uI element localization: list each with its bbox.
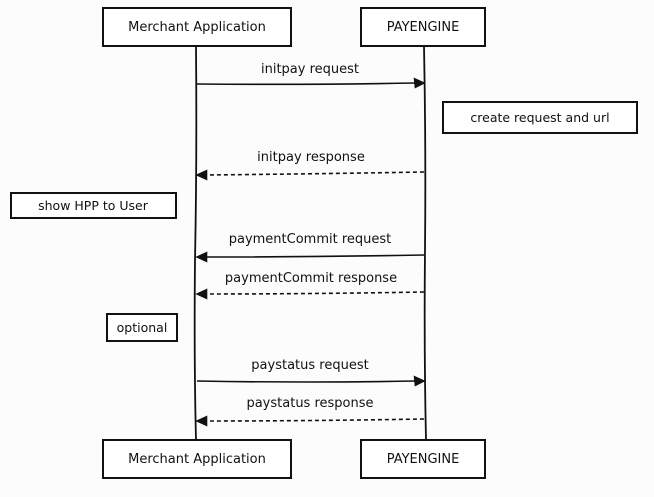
message-paystatus-response-label: paystatus response [246,396,373,411]
message-paymentcommit-response: paymentCommit response [195,271,425,300]
message-paystatus-response-line [204,418,425,422]
message-paymentcommit-response-line [204,291,425,295]
message-paymentcommit-request-line [204,254,425,258]
message-initpay-response-line [204,171,425,176]
participant-merchant-bottom: Merchant Application [102,439,292,479]
merchant-lifeline [193,45,198,441]
message-initpay-request-line [196,82,417,86]
message-paystatus-request: paystatus request [196,358,426,387]
participant-payengine-top: PAYENGINE [360,7,486,47]
participant-payengine-bottom: PAYENGINE [360,439,486,479]
note-show-hpp: show HPP to User [10,192,177,219]
message-initpay-request: initpay request [196,62,426,89]
message-paystatus-response: paystatus response [195,396,425,427]
message-paystatus-request-arrowhead [413,375,426,387]
participant-merchant-bottom-label: Merchant Application [128,452,266,467]
message-paystatus-response-arrowhead [195,415,208,427]
participant-payengine-top-label: PAYENGINE [387,20,460,35]
message-paymentcommit-response-label: paymentCommit response [225,271,397,286]
message-initpay-request-label: initpay request [261,62,359,77]
message-paystatus-request-line [196,380,417,383]
message-paymentcommit-request: paymentCommit request [195,232,425,263]
message-paymentcommit-response-arrowhead [195,288,208,300]
note-optional: optional [106,313,178,342]
message-paystatus-request-label: paystatus request [251,358,368,373]
message-initpay-response: initpay response [195,150,425,181]
note-optional-label: optional [117,320,168,335]
participant-merchant-top-label: Merchant Application [128,20,266,35]
note-create-request: create request and url [442,101,638,134]
message-initpay-request-arrowhead [413,77,426,89]
message-initpay-response-arrowhead [195,169,208,181]
participant-payengine-bottom-label: PAYENGINE [387,452,460,467]
message-initpay-response-label: initpay response [257,150,365,165]
note-create-request-label: create request and url [470,110,609,125]
message-paymentcommit-request-arrowhead [195,251,208,263]
participant-merchant-top: Merchant Application [102,7,292,47]
note-show-hpp-label: show HPP to User [38,198,149,213]
message-paymentcommit-request-label: paymentCommit request [229,232,392,247]
